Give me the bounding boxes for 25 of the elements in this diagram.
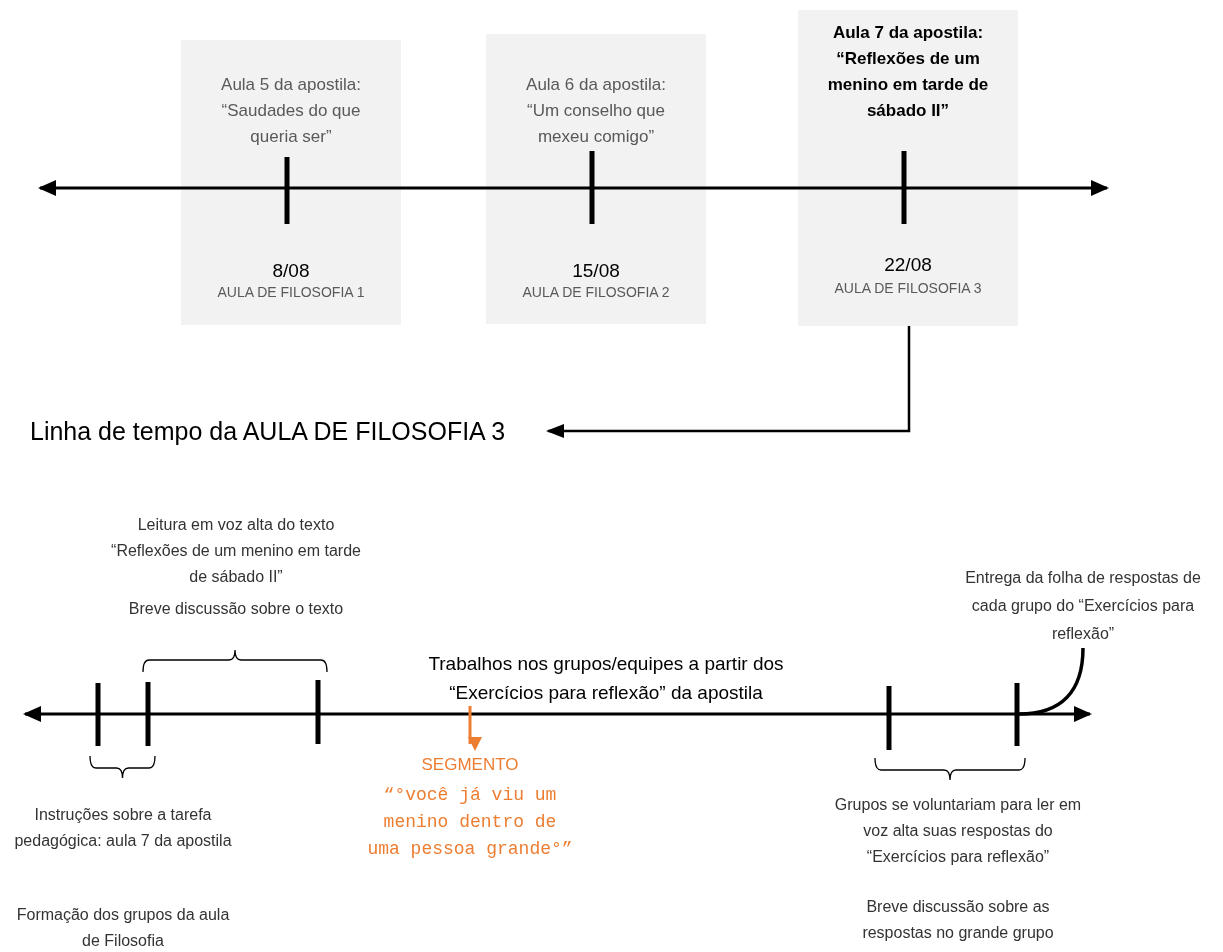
quote-text: “°você já viu um menino dentro de uma pessoa grande°” bbox=[366, 784, 574, 861]
lesson-date: 15/08 bbox=[571, 260, 621, 282]
annotation-text: Instruções sobre a tarefa pedagógica: aula 7 da apostila bbox=[13, 805, 233, 851]
lesson-name: AULA DE FILOSOFIA 1 bbox=[216, 284, 366, 300]
lesson-name: AULA DE FILOSOFIA 2 bbox=[521, 284, 671, 300]
segment-heading: Trabalhos nos grupos/equipes a partir dos “Exercícios para reflexão” da apostila bbox=[427, 652, 785, 705]
annotation-text: Breve discussão sobre o texto bbox=[127, 599, 345, 619]
segment-label: SEGMENTO bbox=[420, 754, 520, 776]
lesson-description: Aula 7 da apostila: “Reflexões de um menino em tarde de sábado II” bbox=[826, 22, 990, 122]
leader-line bbox=[1018, 647, 1085, 716]
annotation-text: Breve discussão sobre as respostas no grande grupo bbox=[861, 897, 1055, 943]
annotation-text: Grupos se voluntariam para ler em voz alta suas respostas do “Exercícios para reflexão” bbox=[833, 795, 1083, 867]
lesson-description: Aula 5 da apostila: “Saudades do que queria ser” bbox=[220, 74, 362, 148]
timeline-title: Linha de tempo da AULA DE FILOSOFIA 3 bbox=[30, 409, 540, 453]
annotation-text: Leitura em voz alta do texto “Reflexões de um menino em tarde de sábado II” bbox=[110, 515, 362, 587]
lesson-card bbox=[181, 40, 401, 325]
lesson-card bbox=[486, 34, 706, 324]
annotation-text: Formação dos grupos da aula de Filosofia bbox=[15, 905, 231, 951]
arrow bbox=[546, 326, 911, 438]
lesson-description: Aula 6 da apostila: “Um conselho que mexeu comigo” bbox=[525, 74, 667, 148]
annotation-text: Entrega da folha de respostas de cada grupo do “Exercícios para reflexão” bbox=[955, 564, 1211, 648]
lesson-date: 22/08 bbox=[883, 254, 933, 276]
lesson-name: AULA DE FILOSOFIA 3 bbox=[833, 280, 983, 296]
lesson-date: 8/08 bbox=[271, 260, 311, 282]
lesson-card bbox=[798, 10, 1018, 326]
